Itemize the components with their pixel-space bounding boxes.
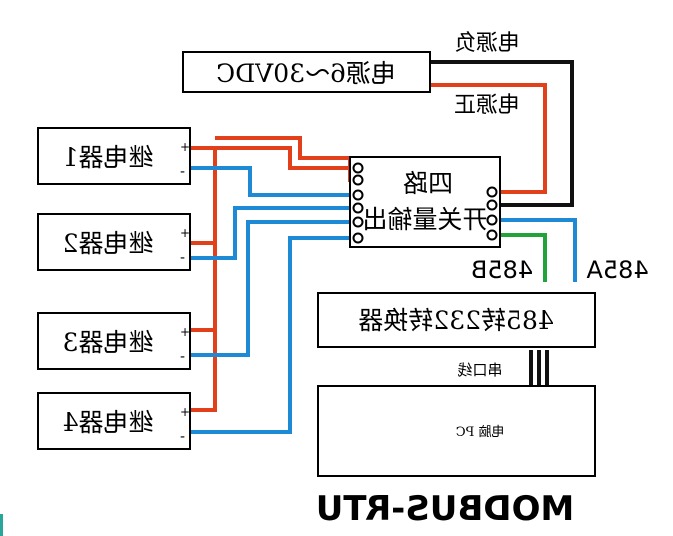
relay-3-minus: - [180, 349, 185, 365]
edge-mark [0, 514, 3, 536]
rs485a-wire [498, 218, 577, 282]
pc-label: 电脑 PC [456, 425, 505, 440]
relay1-signal-wire [190, 166, 358, 197]
relay3-signal-wire [190, 220, 358, 357]
relay-2: 继电器2 + - [37, 213, 191, 271]
module-title: 四路 [403, 169, 453, 198]
module-right-terminals [486, 186, 498, 241]
serial-line-label: 串口线 [457, 361, 502, 379]
relay-1-minus: - [180, 164, 185, 180]
power-positive-wire [430, 83, 547, 194]
module-left-terminals [352, 162, 364, 244]
relay-3-plus: + [180, 325, 190, 339]
serial-cable [529, 350, 549, 386]
relay4-signal-wire [190, 236, 358, 434]
relay-3: 继电器3 + - [37, 312, 191, 370]
relay-4: 继电器4 + - [37, 392, 191, 450]
switch-output-module [349, 156, 501, 248]
relay-3-label: 继电器3 [63, 328, 154, 357]
relay-positive-bus [190, 146, 217, 412]
relay-2-plus: + [180, 226, 190, 240]
relay-1-plus: + [180, 140, 190, 154]
bus-to-module-1 [215, 146, 358, 170]
rs485b-wire [498, 233, 547, 282]
bus-to-module-2 [215, 136, 358, 182]
power-supply-box [182, 51, 431, 93]
relay-4-label: 继电器4 [63, 408, 154, 437]
relay-2-label: 继电器2 [63, 229, 154, 258]
power-negative-label: 电源负 [454, 31, 520, 56]
converter-box [317, 292, 596, 348]
power-supply-label: 电源6～30VDC [216, 59, 396, 88]
pc-box [317, 385, 596, 477]
relay-4-minus: - [180, 429, 185, 445]
power-negative-wire [430, 60, 574, 207]
power-positive-label: 电源正 [454, 93, 520, 118]
relay-4-plus: + [180, 405, 190, 419]
module-subtitle: 开关量输出 [362, 205, 487, 234]
relay-1: 继电器1 + - [37, 127, 191, 185]
protocol-title: MODBUS-RTU [316, 489, 575, 529]
converter-label: 485转232转换器 [358, 306, 553, 335]
relay-2-minus: - [180, 250, 185, 266]
rs485a-label: 485A [586, 256, 649, 284]
rs485b-label: 485B [471, 256, 533, 284]
relay2-signal-wire [190, 206, 358, 260]
relay-1-label: 继电器1 [63, 143, 154, 172]
